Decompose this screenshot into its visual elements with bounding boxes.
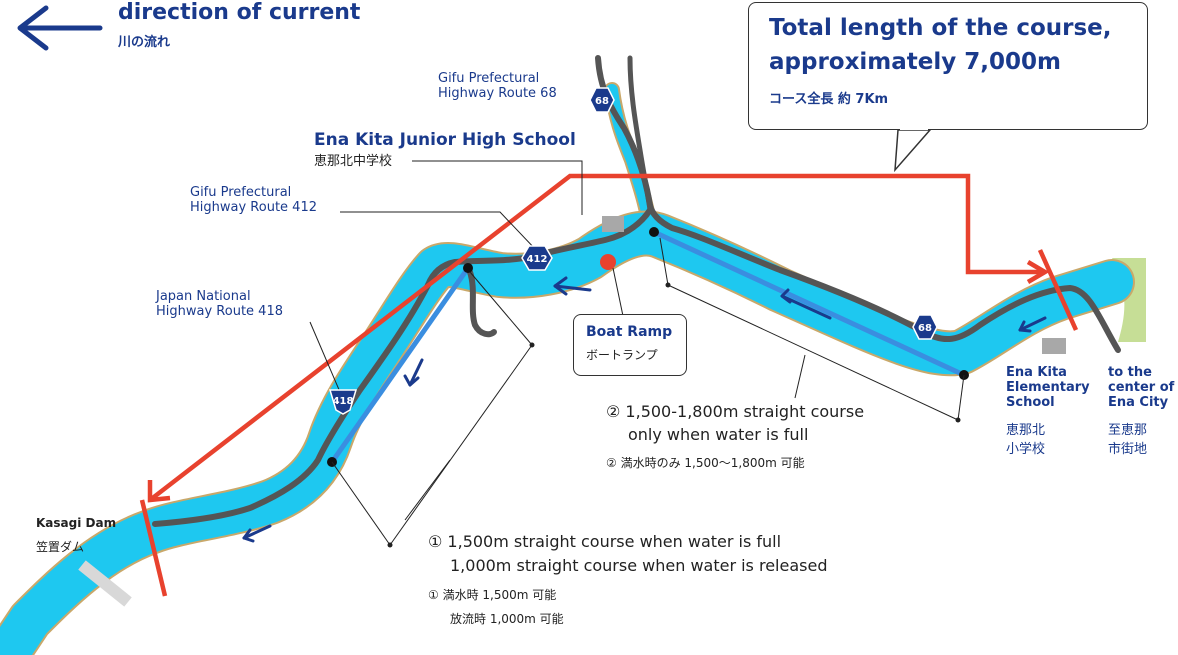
school-jp: 恵那北中学校 <box>314 154 393 169</box>
course-arrowhead-west <box>147 480 171 503</box>
course2-line1: ② 1,500-1,800m straight course <box>606 402 865 421</box>
flow-arrow-icon <box>242 276 1047 543</box>
park-area <box>1112 258 1146 342</box>
boat-ramp-title: Boat Ramp <box>586 324 673 340</box>
course-length-line1: Total length of the course, <box>769 15 1112 41</box>
route-412-badge: 412 <box>521 245 553 271</box>
elementary-jp: 恵那北 小学校 <box>1006 422 1045 460</box>
current-subtitle: 川の流れ <box>118 35 171 50</box>
boat-ramp-jp: ボートランプ <box>586 348 658 362</box>
current-arrow-icon <box>17 5 103 51</box>
route-68-badge-east: 68 <box>912 314 938 340</box>
route-68-badge-text: 68 <box>595 96 609 107</box>
course-route <box>148 173 1045 502</box>
city-line2: center of <box>1108 379 1175 395</box>
dam-jp: 笠置ダム <box>36 540 85 554</box>
course-box-pointer <box>894 129 932 173</box>
current-title: direction of current <box>118 0 361 25</box>
course1-line2: 1,000m straight course when water is rel… <box>450 556 828 575</box>
boat-ramp-box: Boat Ramp ボートランプ <box>573 314 687 376</box>
elementary-label: Ena Kita Elementary School <box>1006 365 1090 411</box>
elementary-line3: School <box>1006 394 1055 410</box>
route68-line1: Gifu Prefectural <box>438 71 540 86</box>
route-68-badge-text: 68 <box>918 323 932 334</box>
city-line3: Ena City <box>1108 394 1169 410</box>
route-418-badge-text: 418 <box>333 396 354 407</box>
city-jp2: 市街地 <box>1108 441 1148 457</box>
finish-line <box>1037 249 1079 331</box>
elementary-building <box>1042 338 1066 354</box>
course1-jp2: 放流時 1,000m 可能 <box>450 612 564 626</box>
elementary-jp1: 恵那北 <box>1006 423 1046 438</box>
city-jp1: 至恵那 <box>1108 423 1148 438</box>
course2-jp1: ② 満水時のみ 1,500～1,800m 可能 <box>606 456 805 470</box>
course2-line2: only when water is full <box>628 425 809 444</box>
road-418 <box>152 282 431 527</box>
city-line1: to the <box>1108 365 1152 380</box>
route418-line2: Highway Route 418 <box>156 303 283 319</box>
school-name: Ena Kita Junior High School <box>314 130 576 150</box>
elementary-line1: Ena Kita <box>1006 365 1067 380</box>
dam-name: Kasagi Dam <box>36 516 117 530</box>
route68-line2: Highway Route 68 <box>438 85 557 101</box>
elementary-jp2: 小学校 <box>1006 441 1046 457</box>
road-68 <box>595 55 1121 353</box>
city-label: to the center of Ena City <box>1108 365 1175 411</box>
lane-course-1 <box>329 266 471 464</box>
course-arrowhead-east <box>1026 260 1050 284</box>
road-spur <box>467 269 497 338</box>
course-length-jp: コース全長 約 7Km <box>769 92 889 107</box>
route418-label: Japan National Highway Route 418 <box>156 289 283 320</box>
route412-label: Gifu Prefectural Highway Route 412 <box>190 185 317 216</box>
course1-jp1: ① 満水時 1,500m 可能 <box>428 588 557 602</box>
course-length-box: Total length of the course, approximatel… <box>748 2 1148 130</box>
dam-structure <box>78 560 132 607</box>
lane-course-2 <box>652 229 966 378</box>
start-line <box>139 499 168 597</box>
course1-end-north <box>463 263 473 273</box>
boat-ramp-marker <box>600 254 616 270</box>
course2-end-west <box>649 227 659 237</box>
route68-label: Gifu Prefectural Highway Route 68 <box>438 71 557 102</box>
elementary-line2: Elementary <box>1006 379 1090 395</box>
course1-line1: ① 1,500m straight course when water is f… <box>428 532 782 551</box>
route-68-badge-top: 68 <box>589 87 615 113</box>
route412-line2: Highway Route 412 <box>190 199 317 215</box>
route-412-badge-text: 412 <box>527 254 548 265</box>
road-68-north <box>627 55 653 213</box>
junior-high-building <box>602 216 624 232</box>
city-jp: 至恵那 市街地 <box>1108 422 1147 460</box>
route412-line1: Gifu Prefectural <box>190 185 292 200</box>
leader-lines <box>309 160 965 546</box>
course-length-line2: approximately 7,000m <box>769 49 1061 75</box>
route418-line1: Japan National <box>156 289 251 304</box>
route-418-badge: 418 <box>328 389 358 415</box>
